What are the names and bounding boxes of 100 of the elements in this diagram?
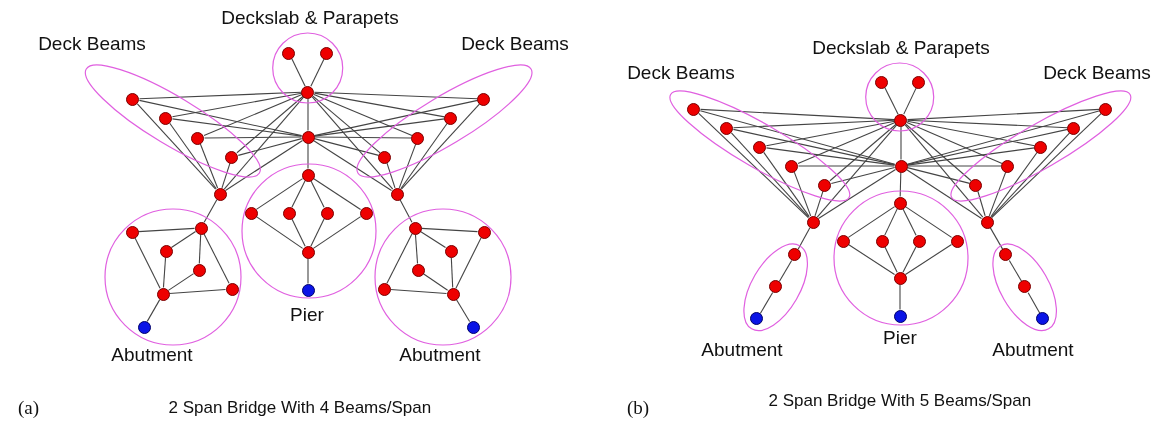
node-dot — [769, 280, 783, 294]
node-dot — [893, 196, 907, 210]
connector-line — [312, 139, 393, 192]
connector-line — [730, 132, 810, 218]
node-dot — [720, 121, 734, 135]
connector-line — [900, 125, 902, 161]
node-dot — [1036, 312, 1050, 326]
connector-line — [313, 136, 413, 139]
node-dot — [126, 92, 140, 106]
node-dot — [320, 206, 334, 220]
panel-caption: 2 Span Bridge With 5 Beams/Span — [768, 390, 1032, 412]
node-dot — [750, 312, 764, 326]
group-label: Abutment — [701, 339, 783, 361]
connector-line — [814, 190, 824, 217]
group-label: Pier — [883, 327, 917, 349]
connector-line — [455, 237, 482, 289]
connector-line — [902, 246, 917, 273]
group-label: Deckslab & Parapets — [221, 7, 399, 29]
connector-line — [991, 112, 1102, 219]
connector-line — [422, 273, 449, 291]
connector-line — [312, 216, 362, 249]
node-dot — [192, 263, 206, 277]
connector-line — [455, 299, 471, 322]
panel-letter: (b) — [627, 397, 650, 419]
connector-line — [414, 233, 419, 265]
connector-line — [904, 124, 984, 218]
node-dot — [282, 206, 296, 220]
node-dot — [378, 150, 392, 164]
connector-line — [793, 171, 812, 217]
connector-line — [989, 227, 1004, 250]
node-dot — [159, 244, 173, 258]
connector-line — [171, 92, 303, 118]
connector-line — [899, 171, 902, 198]
connector-line — [778, 260, 793, 282]
connector-line — [763, 151, 810, 218]
group-label: Abutment — [399, 344, 481, 366]
connector-line — [759, 292, 774, 314]
node-dot — [446, 287, 460, 301]
node-dot — [301, 130, 315, 144]
node-dot — [477, 92, 491, 106]
node-dot — [411, 263, 425, 277]
node-dot — [894, 113, 908, 127]
connector-line — [990, 151, 1038, 218]
node-dot — [687, 102, 701, 116]
node-dot — [875, 234, 889, 248]
connector-line — [732, 128, 896, 166]
connector-line — [313, 118, 446, 137]
connector-line — [312, 95, 381, 154]
connector-line — [313, 93, 413, 137]
connector-line — [138, 99, 303, 137]
connector-line — [990, 132, 1071, 218]
connector-line — [313, 138, 380, 156]
node-dot — [950, 234, 964, 248]
node-dot — [912, 234, 926, 248]
node-dot — [753, 140, 767, 154]
connector-line — [902, 208, 917, 236]
connector-line — [313, 91, 479, 100]
connector-line — [906, 120, 1036, 147]
connector-line — [830, 167, 896, 184]
connector-line — [906, 165, 1003, 167]
connector-line — [237, 138, 303, 156]
connector-line — [146, 299, 161, 322]
node-dot — [1001, 159, 1015, 173]
group-label: Deck Beams — [461, 33, 569, 55]
connector-line — [162, 256, 167, 289]
group-label: Pier — [290, 304, 324, 326]
group-label: Deck Beams — [38, 33, 146, 55]
node-dot — [444, 111, 458, 125]
connector-line — [170, 231, 197, 248]
connector-line — [203, 199, 218, 223]
connector-line — [732, 119, 896, 129]
connector-line — [899, 283, 901, 311]
connector-line — [699, 108, 896, 121]
connector-line — [905, 123, 972, 182]
node-dot — [137, 320, 151, 334]
connector-line — [906, 110, 1101, 165]
connector-line — [906, 128, 1069, 166]
connector-line — [167, 273, 195, 291]
connector-line — [138, 91, 303, 100]
node-dot — [411, 131, 425, 145]
connector-line — [221, 162, 231, 189]
connector-line — [199, 143, 219, 189]
group-label: Deck Beams — [627, 62, 735, 84]
node-dot — [301, 85, 315, 99]
connector-line — [977, 190, 986, 217]
connector-line — [313, 99, 479, 137]
connector-line — [203, 233, 230, 284]
connector-line — [1027, 292, 1041, 314]
node-dot — [836, 234, 850, 248]
connector-line — [797, 122, 896, 164]
connector-line — [884, 246, 898, 273]
connector-line — [291, 218, 306, 247]
connector-line — [255, 178, 304, 210]
connector-line — [884, 87, 899, 115]
connector-line — [169, 122, 217, 190]
connector-line — [398, 143, 417, 189]
connector-line — [134, 237, 161, 289]
node-dot — [980, 215, 994, 229]
connector-line — [904, 206, 953, 238]
connector-line — [386, 162, 396, 189]
